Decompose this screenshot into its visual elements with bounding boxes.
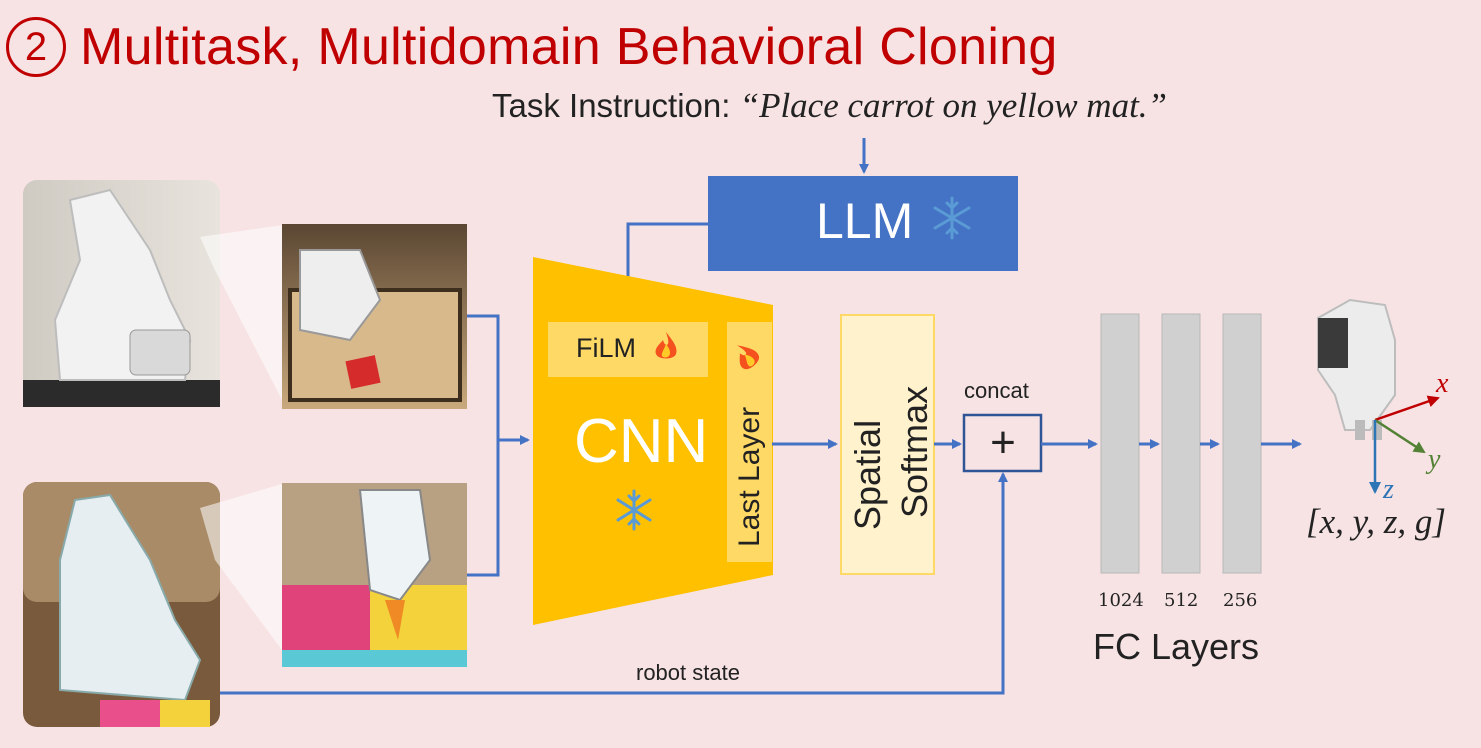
- spatial-label: Spatial: [847, 419, 888, 530]
- robot-camera-view-real: [282, 483, 467, 667]
- fc-layers-label: FC Layers: [1093, 626, 1260, 667]
- axis-x-label: x: [1436, 368, 1449, 399]
- spatial-softmax-block: [840, 314, 935, 575]
- llm-label: LLM: [816, 193, 914, 249]
- fc-layer-3: [1222, 313, 1262, 574]
- concat-label: concat: [964, 378, 1029, 403]
- concat-plus-symbol: +: [990, 418, 1016, 467]
- axis-z-label: z: [1383, 474, 1394, 505]
- llm-block: [708, 176, 1018, 271]
- arrow-sim-to-cnn: [467, 314, 530, 445]
- fc-size-256: 256: [1223, 590, 1258, 611]
- axis-y-label: y: [1428, 444, 1441, 475]
- fire-icon: [655, 332, 677, 359]
- title-text: Multitask, Multidomain Behavioral Clonin…: [80, 18, 1058, 76]
- film-block: [548, 322, 708, 377]
- film-label: FiLM: [576, 333, 636, 363]
- robot-photo-real-full: [23, 482, 220, 727]
- output-vector-label: [x, y, z, g]: [1306, 502, 1446, 541]
- fc-layer-2: [1161, 313, 1201, 574]
- task-instruction: Task Instruction: “Place carrot on yello…: [492, 86, 1167, 126]
- arrow-robot-state: [220, 472, 1008, 695]
- gripper-output-image: [1317, 298, 1396, 440]
- title-number-badge: 2: [6, 17, 66, 77]
- cnn-label: CNN: [574, 407, 709, 476]
- fc-size-1024: 1024: [1098, 590, 1144, 611]
- robot-camera-view-sim: [282, 224, 467, 409]
- zoom-wedge-bottom: [200, 484, 282, 650]
- fc-size-512: 512: [1164, 590, 1199, 611]
- snowflake-icon: [616, 489, 652, 531]
- robot-photo-sim-full: [23, 180, 220, 407]
- fire-icon: [737, 345, 760, 370]
- task-instruction-quote: “Place carrot on yellow mat.”: [739, 86, 1168, 125]
- x-axis-arrow: [1374, 395, 1440, 422]
- y-axis-arrow: [1374, 418, 1426, 454]
- arrow-real-to-cnn: [467, 440, 500, 577]
- fc-layer-1: [1100, 313, 1140, 574]
- softmax-label: Softmax: [894, 385, 935, 518]
- page-title: 2 Multitask, Multidomain Behavioral Clon…: [6, 12, 1058, 82]
- zoom-wedge-top: [200, 225, 282, 400]
- robot-state-label: robot state: [636, 660, 740, 685]
- task-instruction-prefix: Task Instruction:: [492, 87, 740, 124]
- last-layer-label: Last Layer: [733, 406, 766, 547]
- snowflake-icon: [933, 196, 971, 240]
